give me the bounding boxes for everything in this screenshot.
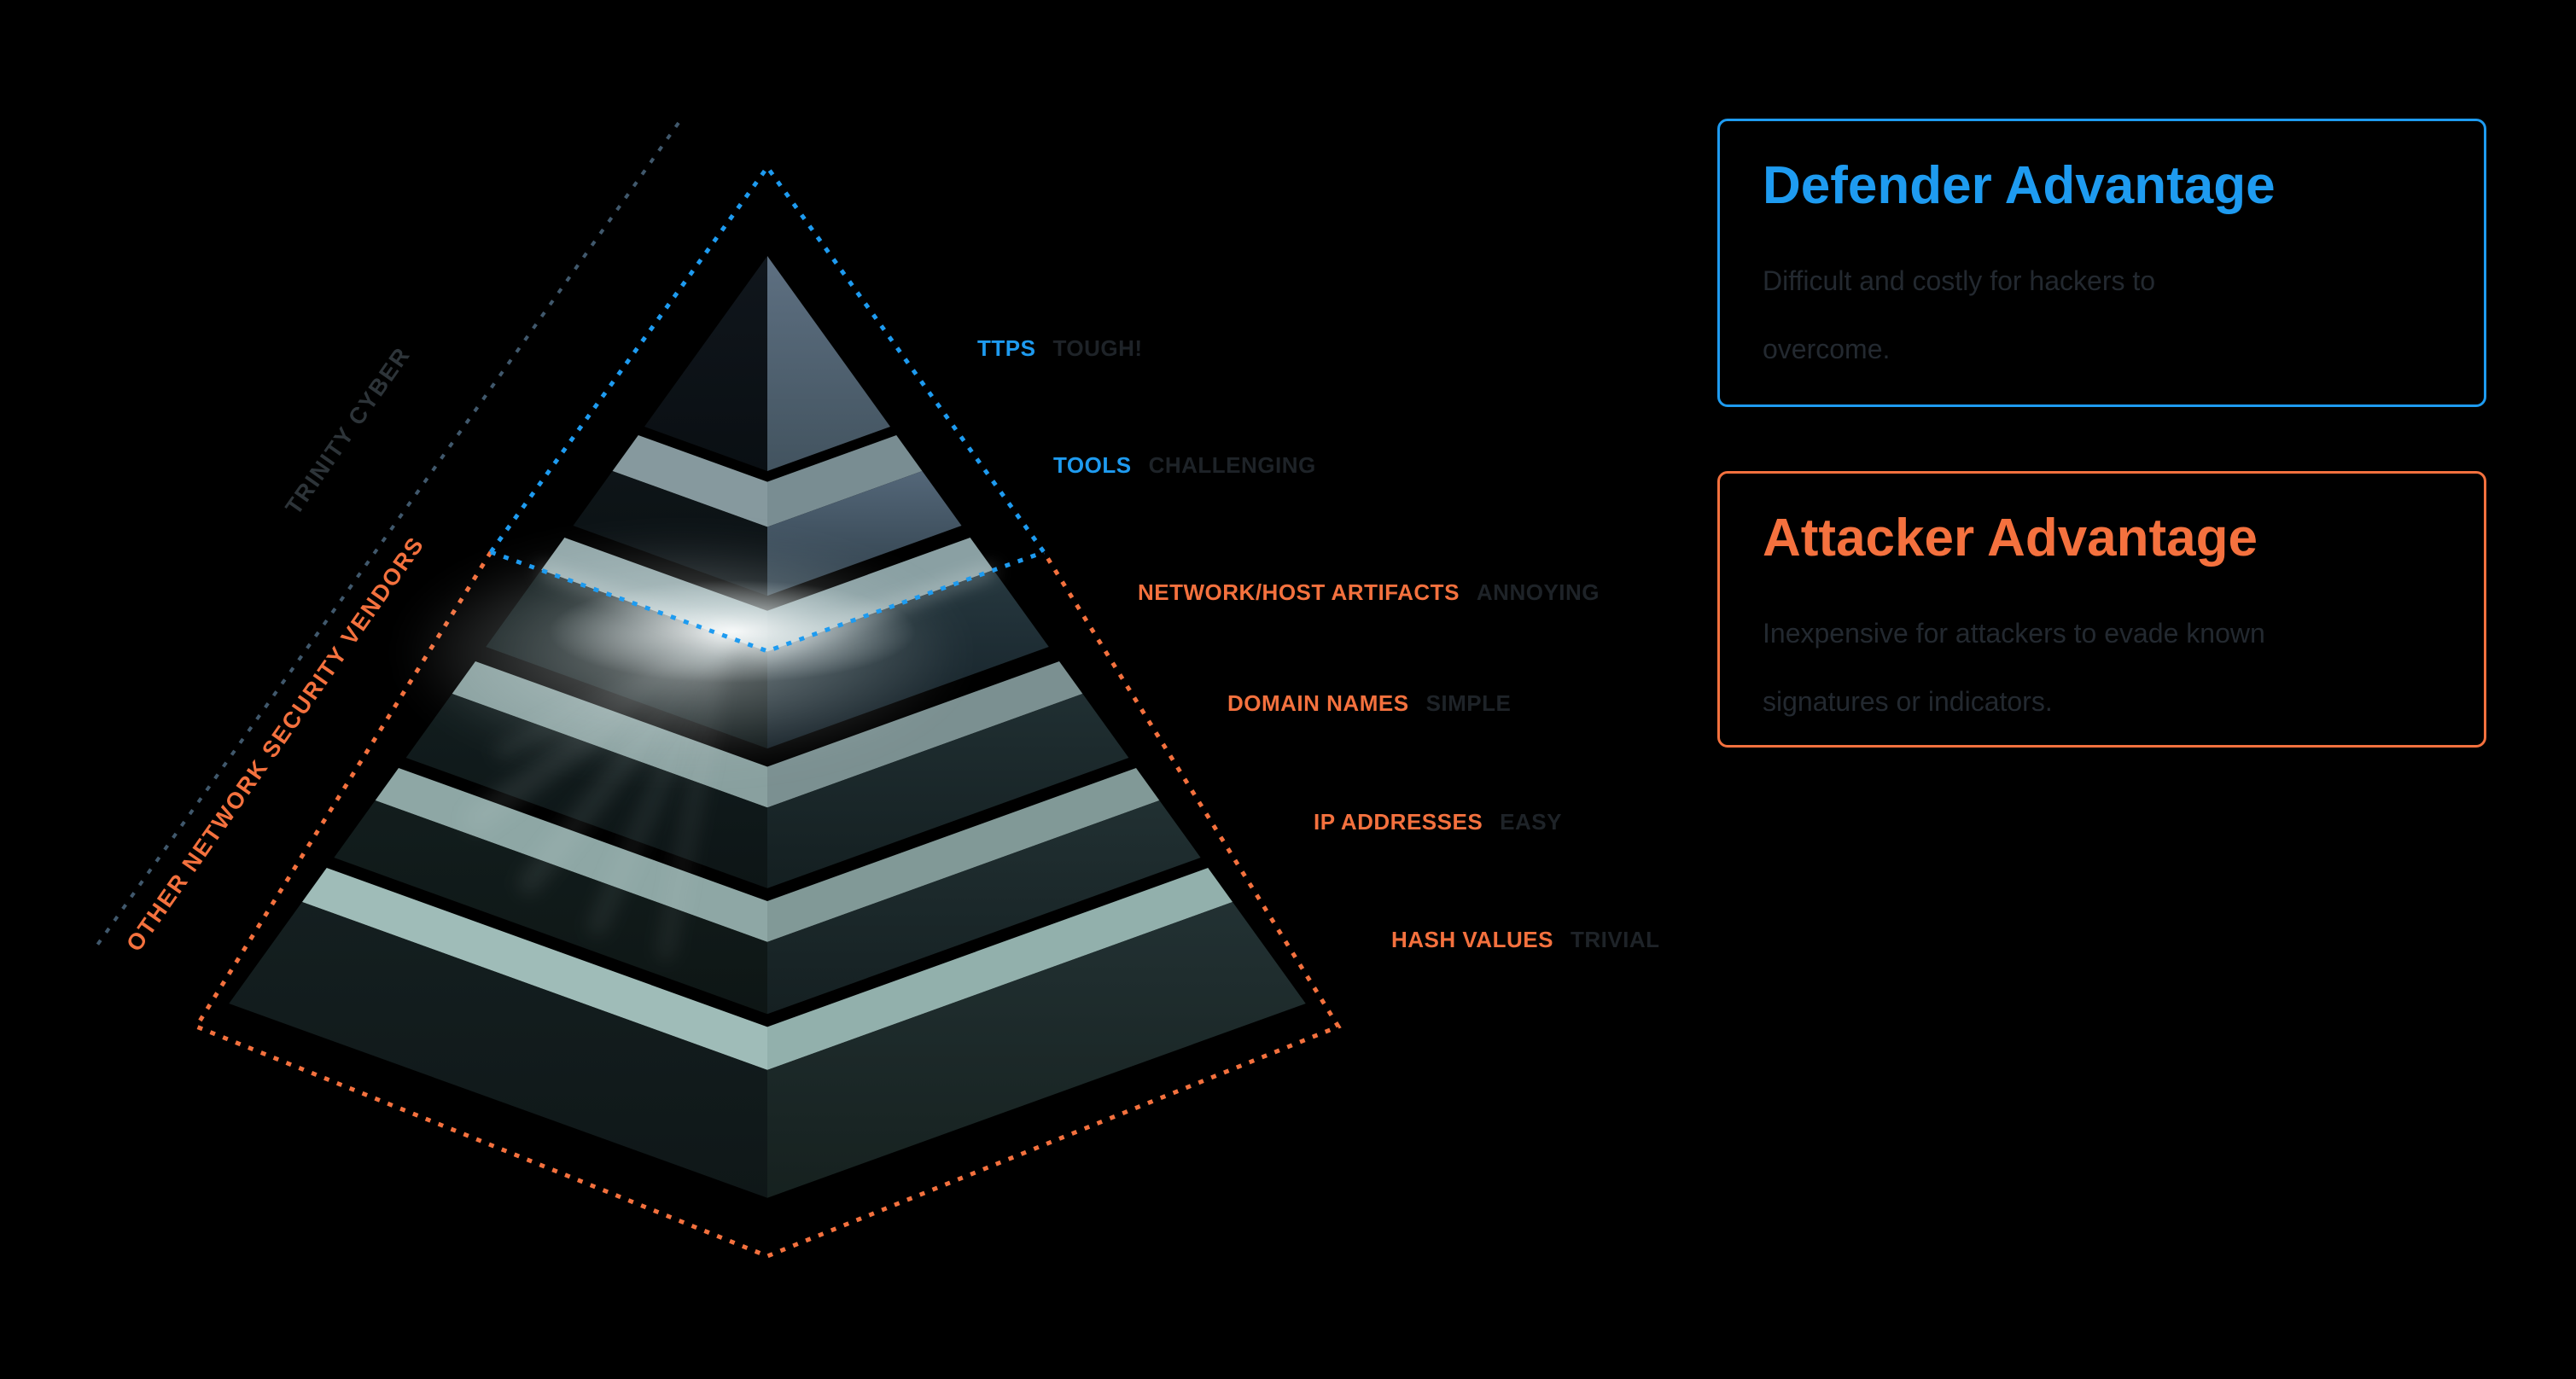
tier-difficulty-network-host-artifacts: ANNOYING (1476, 579, 1600, 605)
defender-advantage-title: Defender Advantage (1763, 156, 2276, 215)
defender-zone-dotted-vee (490, 550, 1045, 654)
tier-difficulty-hash-values: TRIVIAL (1570, 927, 1660, 952)
tier-row-tools: TOOLS CHALLENGING (1053, 454, 1316, 476)
tier-difficulty-ip-addresses: EASY (1500, 809, 1562, 835)
tier-difficulty-tools: CHALLENGING (1148, 452, 1316, 478)
tier-name-network-host-artifacts: NETWORK/HOST ARTIFACTS (1138, 579, 1460, 605)
tier-difficulty-ttps: TOUGH! (1052, 335, 1143, 361)
tier-row-domain-names: DOMAIN NAMES SIMPLE (1227, 692, 1511, 714)
tier-row-ttps: TTPS TOUGH! (977, 337, 1143, 359)
defender-advantage-body: Difficult and costly for hackers to over… (1763, 265, 2156, 364)
tier-name-domain-names: DOMAIN NAMES (1227, 690, 1409, 716)
attacker-advantage-body: Inexpensive for attackers to evade known… (1763, 618, 2265, 717)
tier-name-tools: TOOLS (1053, 452, 1132, 478)
tier-row-hash-values: HASH VALUES TRIVIAL (1391, 928, 1660, 951)
attacker-zone-dotted-outline (193, 550, 1342, 1259)
tier-name-ip-addresses: IP ADDRESSES (1314, 809, 1483, 835)
pyramid-tier-ttps (644, 256, 890, 471)
tier-glow-effect (401, 538, 995, 961)
attacker-advantage-panel: Attacker Advantage Inexpensive for attac… (1717, 471, 2486, 748)
defender-advantage-panel: Defender Advantage Difficult and costly … (1717, 119, 2486, 407)
tier-name-hash-values: HASH VALUES (1391, 927, 1553, 952)
tier-row-network-host-artifacts: NETWORK/HOST ARTIFACTS ANNOYING (1138, 581, 1600, 603)
attacker-advantage-title: Attacker Advantage (1763, 509, 2258, 567)
tier-difficulty-domain-names: SIMPLE (1425, 690, 1512, 716)
defender-zone-dotted-line (92, 121, 680, 951)
tier-name-ttps: TTPS (977, 335, 1036, 361)
tier-row-ip-addresses: IP ADDRESSES EASY (1314, 811, 1562, 833)
pyramid-tier-hash-values (229, 868, 1306, 1198)
